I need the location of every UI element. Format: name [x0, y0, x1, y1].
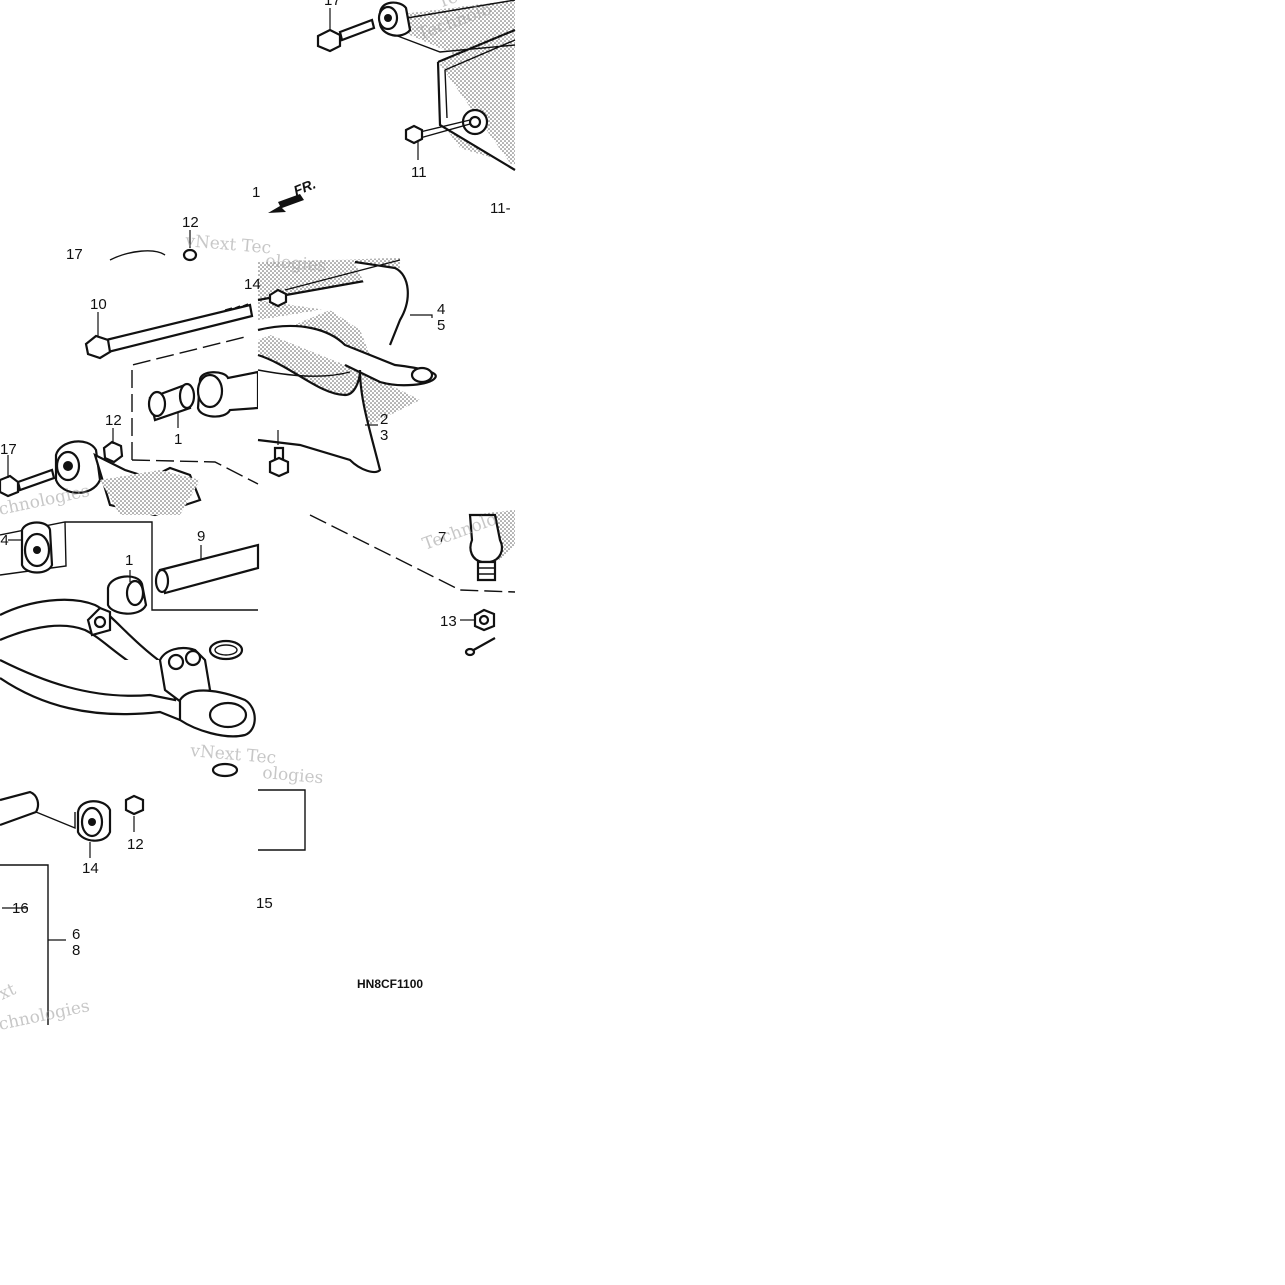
watermark: chnologies [0, 996, 91, 1035]
callout-14-mid: 14 [0, 532, 9, 549]
callout-1-top: 1 [252, 184, 260, 201]
watermark: ologies [262, 763, 325, 788]
callout-11: 11 [411, 164, 427, 181]
callout-13: 13 [440, 613, 457, 630]
callout-7: 7 [438, 529, 446, 546]
callout-5: 5 [437, 317, 445, 334]
callout-6: 6 [72, 926, 80, 943]
callout-1-low: 1 [125, 552, 133, 569]
callout-12-mid: 12 [105, 412, 122, 429]
callout-9: 9 [197, 528, 205, 545]
callout-8: 8 [72, 942, 80, 959]
callout-16: 16 [12, 900, 29, 917]
callout-14-low: 14 [82, 860, 99, 877]
callouts: 17 11 11- 1 12 17 14 10 4 5 2 3 12 1 17 … [0, 0, 511, 959]
callout-10: 10 [90, 296, 107, 313]
lower-arm-frame-segment [257, 258, 437, 478]
callout-4: 4 [437, 301, 445, 318]
callout-2: 2 [380, 411, 388, 428]
watermark: xt [0, 979, 19, 1004]
direction-label: FR. [291, 175, 318, 198]
callout-12-top: 12 [182, 214, 199, 231]
callout-12-low: 12 [127, 836, 144, 853]
frame-bracket-segment [268, 0, 516, 213]
callout-17-top: 17 [324, 0, 341, 9]
callout-14-top: 14 [244, 276, 261, 293]
callout-3: 3 [380, 427, 388, 444]
upper-arm-segment [0, 248, 260, 517]
callout-11-right: 11- [490, 200, 511, 217]
watermarks: vNext Tec Technolo ologies vNext Tec olo… [0, 0, 500, 1035]
callout-15: 15 [256, 895, 273, 912]
callout-17-left: 17 [66, 246, 83, 263]
callout-17-mid: 17 [0, 441, 17, 458]
bottom-segment [0, 762, 306, 1025]
diagram-code: HN8CF1100 [357, 977, 423, 991]
leader-lines [2, 8, 475, 941]
lower-arm-segment [0, 521, 260, 738]
ball-joint-segment [309, 510, 516, 657]
callout-1-mid: 1 [174, 431, 182, 448]
